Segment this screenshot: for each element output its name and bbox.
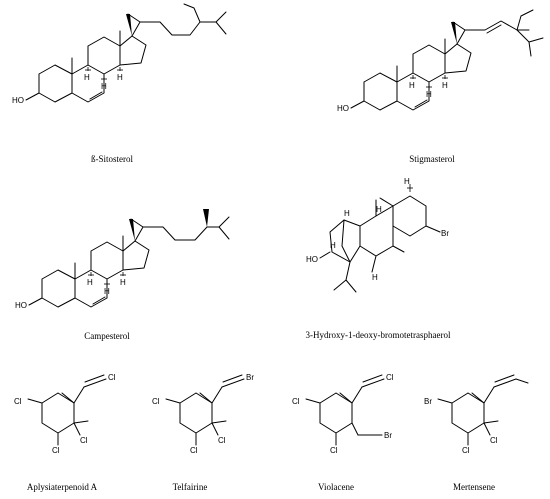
- hydrogen-label: H: [409, 81, 415, 90]
- chlorine-label: Cl: [108, 373, 116, 382]
- chlorine-label: Cl: [490, 436, 498, 445]
- hydrogen-label: H: [426, 90, 432, 99]
- hydroxyl-label: HO: [306, 255, 318, 264]
- bromine-label: Br: [441, 229, 449, 238]
- chlorine-label: Cl: [80, 436, 88, 445]
- structure-campesterol: HO H H H Campesterol: [15, 209, 230, 341]
- compound-name-telfairine: Telfairine: [173, 482, 208, 492]
- compound-name-aplysiaterpenoid-a: Aplysiaterpenoid A: [27, 482, 98, 492]
- structure-beta-sitosterol: HO H H H ß-Sitosterol: [12, 3, 227, 164]
- structure-telfairine: Br Cl Cl Cl Telfairine: [152, 373, 254, 492]
- hydrogen-label: H: [344, 209, 350, 218]
- structure-violacene: Cl Cl Cl Br Violacene: [292, 373, 394, 492]
- chlorine-label: Cl: [152, 397, 160, 406]
- chlorine-label: Cl: [292, 397, 300, 406]
- compound-name-violacene: Violacene: [318, 482, 354, 492]
- chlorine-label: Cl: [218, 436, 226, 445]
- hydrogen-label: H: [442, 81, 448, 90]
- hydroxyl-label: HO: [15, 301, 27, 310]
- hydrogen-label: H: [104, 287, 110, 296]
- structure-stigmasterol: HO H H H Stigmasterol: [337, 9, 544, 164]
- hydrogen-label: H: [376, 205, 382, 214]
- compound-name-campesterol: Campesterol: [84, 331, 130, 341]
- chlorine-label: Cl: [14, 397, 22, 406]
- hydrogen-label: H: [87, 278, 93, 287]
- hydroxyl-label: HO: [12, 96, 24, 105]
- bromine-label: Br: [246, 373, 254, 382]
- hydroxyl-label: HO: [337, 104, 349, 113]
- hydrogen-label: H: [120, 278, 126, 287]
- compound-name-beta-sitosterol: ß-Sitosterol: [91, 154, 133, 164]
- compound-name-mertensene: Mertensene: [453, 482, 495, 492]
- hydrogen-label: H: [404, 177, 410, 186]
- hydrogen-label: H: [330, 241, 336, 250]
- chlorine-label: Cl: [462, 446, 470, 455]
- compound-name-bromotetrasphaerol: 3-Hydroxy-1-deoxy-bromotetrasphaerol: [306, 330, 451, 340]
- chlorine-label: Cl: [190, 446, 198, 455]
- bromine-label: Br: [424, 397, 432, 406]
- hydrogen-label: H: [117, 73, 123, 82]
- hydrogen-label: H: [372, 273, 378, 282]
- hydrogen-label: H: [84, 73, 90, 82]
- chlorine-label: Cl: [330, 446, 338, 455]
- hydrogen-label: H: [101, 82, 107, 91]
- bromine-label: Br: [384, 431, 392, 440]
- compound-name-stigmasterol: Stigmasterol: [409, 154, 455, 164]
- chlorine-label: Cl: [52, 446, 60, 455]
- structure-aplysiaterpenoid-a: Cl Cl Cl Cl Aplysiaterpenoid A: [14, 373, 116, 492]
- structure-bromotetrasphaerol: HO Br H H H H H 3-Hydroxy-1-deoxy-bromot…: [306, 177, 451, 340]
- chlorine-label: Cl: [386, 373, 394, 382]
- structure-mertensene: Br Cl Cl Mertensene: [424, 374, 529, 492]
